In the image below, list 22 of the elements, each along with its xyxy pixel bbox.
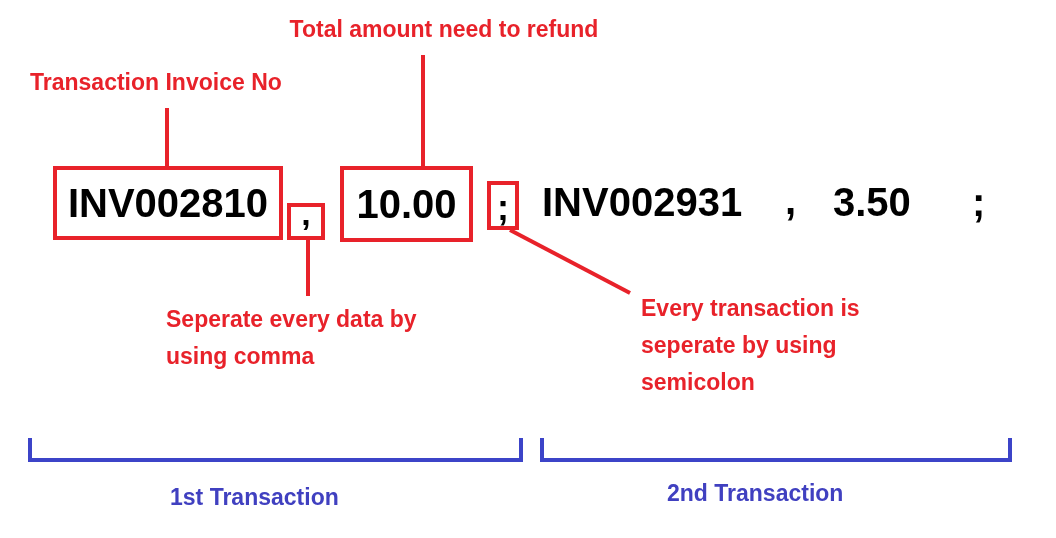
separator-symbol: , xyxy=(785,178,797,223)
annotation-text: Total amount need to refund xyxy=(289,14,599,44)
highlight-box xyxy=(53,166,283,240)
annotation-text: Seperate every data by using comma xyxy=(166,305,418,371)
data-value: , xyxy=(301,194,311,233)
highlight-box xyxy=(287,203,325,240)
leader-line xyxy=(421,55,425,166)
leader-line xyxy=(165,108,169,166)
annotation-text: Transaction Invoice No xyxy=(30,67,282,97)
group-label: 2nd Transaction xyxy=(667,480,844,507)
highlight-box xyxy=(340,166,473,242)
group-label: 1st Transaction xyxy=(170,484,339,511)
data-value: INV002931 xyxy=(542,180,743,225)
leader-line xyxy=(509,228,631,295)
data-value: 3.50 xyxy=(833,180,911,225)
data-value: INV002810 xyxy=(67,180,269,226)
data-value: 10.00 xyxy=(356,181,457,227)
separator-symbol: ; xyxy=(972,180,986,225)
data-value: ; xyxy=(497,186,509,229)
annotation-text: Every transaction is seperate by using semicolon xyxy=(641,293,861,397)
leader-line xyxy=(306,240,310,296)
highlight-box xyxy=(487,181,519,230)
